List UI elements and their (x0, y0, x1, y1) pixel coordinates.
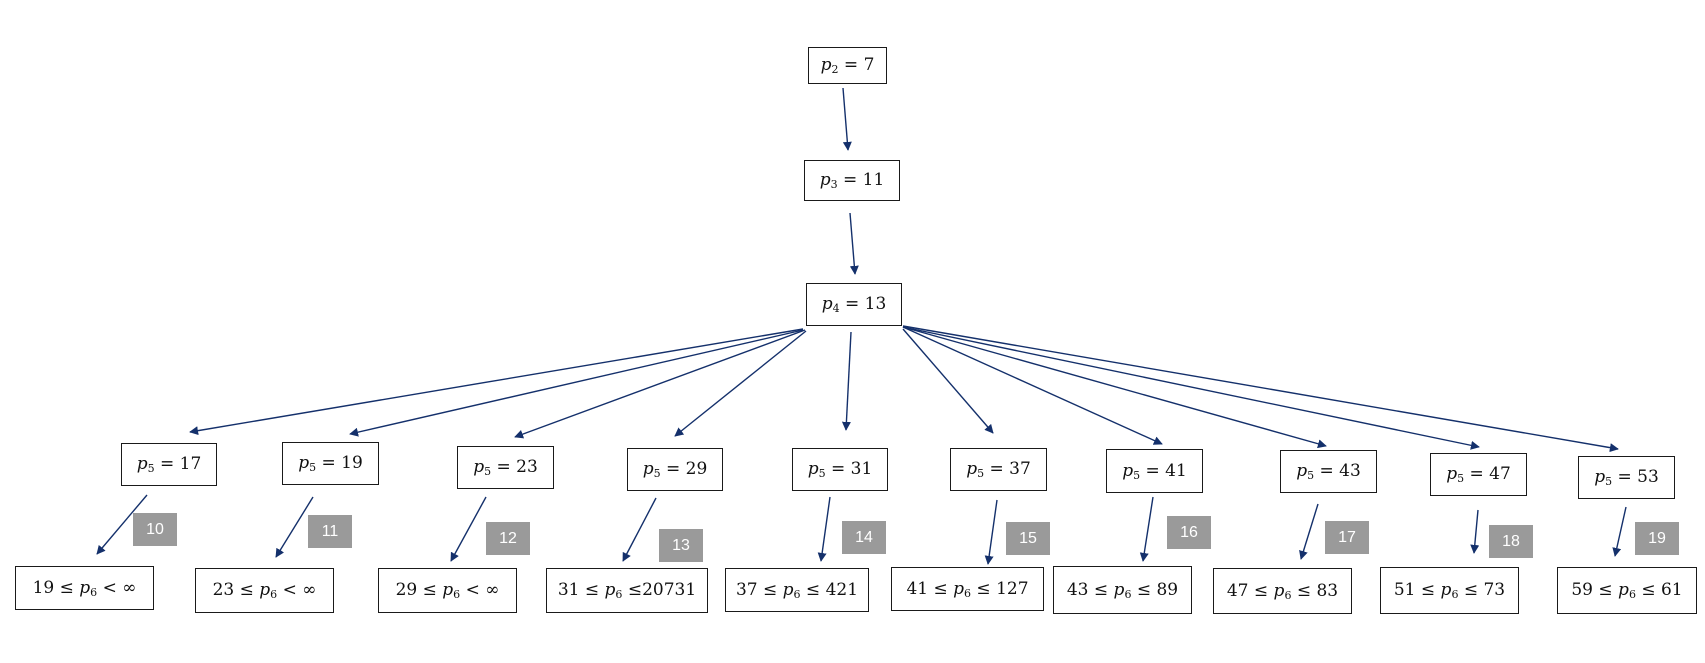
range-box-19: 59 ≤ p6 ≤ 61 (1557, 567, 1697, 614)
node-p5-41: p5 = 41 (1106, 449, 1203, 493)
arrow-p3-p4 (849, 212, 859, 275)
node-label: p5 = 37 (966, 459, 1031, 480)
node-p2: p2 = 7 (808, 47, 887, 84)
range-label: 43 ≤ p6 ≤ 89 (1066, 579, 1179, 601)
range-label: 41 ≤ p6 ≤ 127 (906, 578, 1029, 600)
badge-19: 19 (1635, 522, 1679, 555)
arrow-p5-41-range (1139, 496, 1154, 562)
node-p5-37: p5 = 37 (950, 448, 1047, 491)
node-label: p5 = 29 (642, 459, 708, 480)
node-label: p5 = 23 (473, 457, 538, 478)
arrow-p5-31-range (817, 496, 831, 562)
node-label: p5 = 17 (136, 454, 202, 475)
range-label: 29 ≤ p6 < ∞ (395, 580, 500, 601)
badge-15: 15 (1006, 522, 1050, 555)
range-label: 59 ≤ p6 ≤ 61 (1571, 580, 1683, 601)
range-box-13: 31 ≤ p6 ≤20731 (546, 568, 708, 613)
range-label: 37 ≤ p6 ≤ 421 (735, 579, 859, 601)
range-label: 31 ≤ p6 ≤20731 (557, 580, 697, 601)
node-p2-label: p2 = 7 (820, 55, 875, 76)
node-p3-label: p3 = 11 (819, 170, 885, 191)
arrow-p5-29-range (622, 497, 657, 562)
arrow-p4-p5-19 (349, 329, 804, 437)
arrow-p5-53-range (1612, 506, 1627, 557)
arrow-p4-p5-53 (902, 325, 1619, 453)
arrow-p4-p5-47 (902, 326, 1480, 450)
range-box-16: 43 ≤ p6 ≤ 89 (1053, 566, 1192, 614)
node-p5-23: p5 = 23 (457, 446, 554, 489)
node-label: p5 = 19 (298, 453, 363, 474)
range-box-17: 47 ≤ p6 ≤ 83 (1213, 568, 1352, 614)
node-p5-53: p5 = 53 (1578, 456, 1675, 499)
range-box-10: 19 ≤ p6 < ∞ (15, 566, 154, 610)
arrow-p5-43-range (1299, 503, 1319, 560)
range-label: 23 ≤ p6 < ∞ (212, 580, 317, 601)
arrow-p4-p5-41 (902, 326, 1163, 445)
arrow-p4-p5-23 (514, 329, 806, 439)
range-label: 47 ≤ p6 ≤ 83 (1226, 580, 1339, 602)
range-box-15: 41 ≤ p6 ≤ 127 (891, 567, 1044, 611)
range-box-18: 51 ≤ p6 ≤ 73 (1380, 567, 1519, 614)
node-label: p5 = 53 (1594, 467, 1659, 488)
badge-14: 14 (842, 521, 886, 554)
arrow-p5-23-range (450, 496, 487, 562)
arrow-p5-17-range (96, 494, 148, 555)
node-label: p5 = 31 (807, 459, 873, 480)
badge-17: 17 (1325, 521, 1369, 554)
badge-16: 16 (1167, 516, 1211, 549)
badge-12: 12 (486, 522, 530, 555)
badge-11: 11 (308, 515, 352, 548)
range-label: 51 ≤ p6 ≤ 73 (1393, 580, 1506, 601)
arrow-p4-p5-31 (841, 331, 852, 431)
node-p5-43: p5 = 43 (1280, 450, 1377, 493)
arrow-p4-p5-17 (189, 328, 804, 436)
arrow-p2-p3 (842, 87, 852, 151)
arrow-p4-p5-29 (674, 330, 807, 437)
range-box-12: 29 ≤ p6 < ∞ (378, 568, 517, 613)
arrow-p5-47-range (1470, 509, 1480, 554)
node-p5-47: p5 = 47 (1430, 453, 1527, 496)
node-p4-label: p4 = 13 (821, 294, 887, 315)
range-label: 19 ≤ p6 < ∞ (32, 577, 137, 599)
badge-13: 13 (659, 529, 703, 562)
badge-18: 18 (1489, 525, 1533, 558)
node-p5-19: p5 = 19 (282, 442, 379, 485)
node-p5-31: p5 = 31 (792, 448, 888, 491)
badge-10: 10 (133, 513, 177, 546)
node-label: p5 = 47 (1446, 464, 1511, 485)
node-label: p5 = 43 (1296, 461, 1361, 482)
node-label: p5 = 41 (1122, 460, 1187, 482)
node-p5-17: p5 = 17 (121, 443, 217, 486)
node-p5-29: p5 = 29 (627, 448, 723, 491)
arrow-p4-p5-43 (902, 326, 1327, 449)
arrow-p5-19-range (275, 496, 314, 558)
arrow-p5-37-range (984, 499, 998, 565)
range-box-14: 37 ≤ p6 ≤ 421 (725, 568, 869, 612)
node-p4: p4 = 13 (806, 283, 902, 326)
range-box-11: 23 ≤ p6 < ∞ (195, 568, 334, 613)
node-p3: p3 = 11 (804, 160, 900, 201)
arrow-p4-p5-37 (902, 328, 994, 434)
